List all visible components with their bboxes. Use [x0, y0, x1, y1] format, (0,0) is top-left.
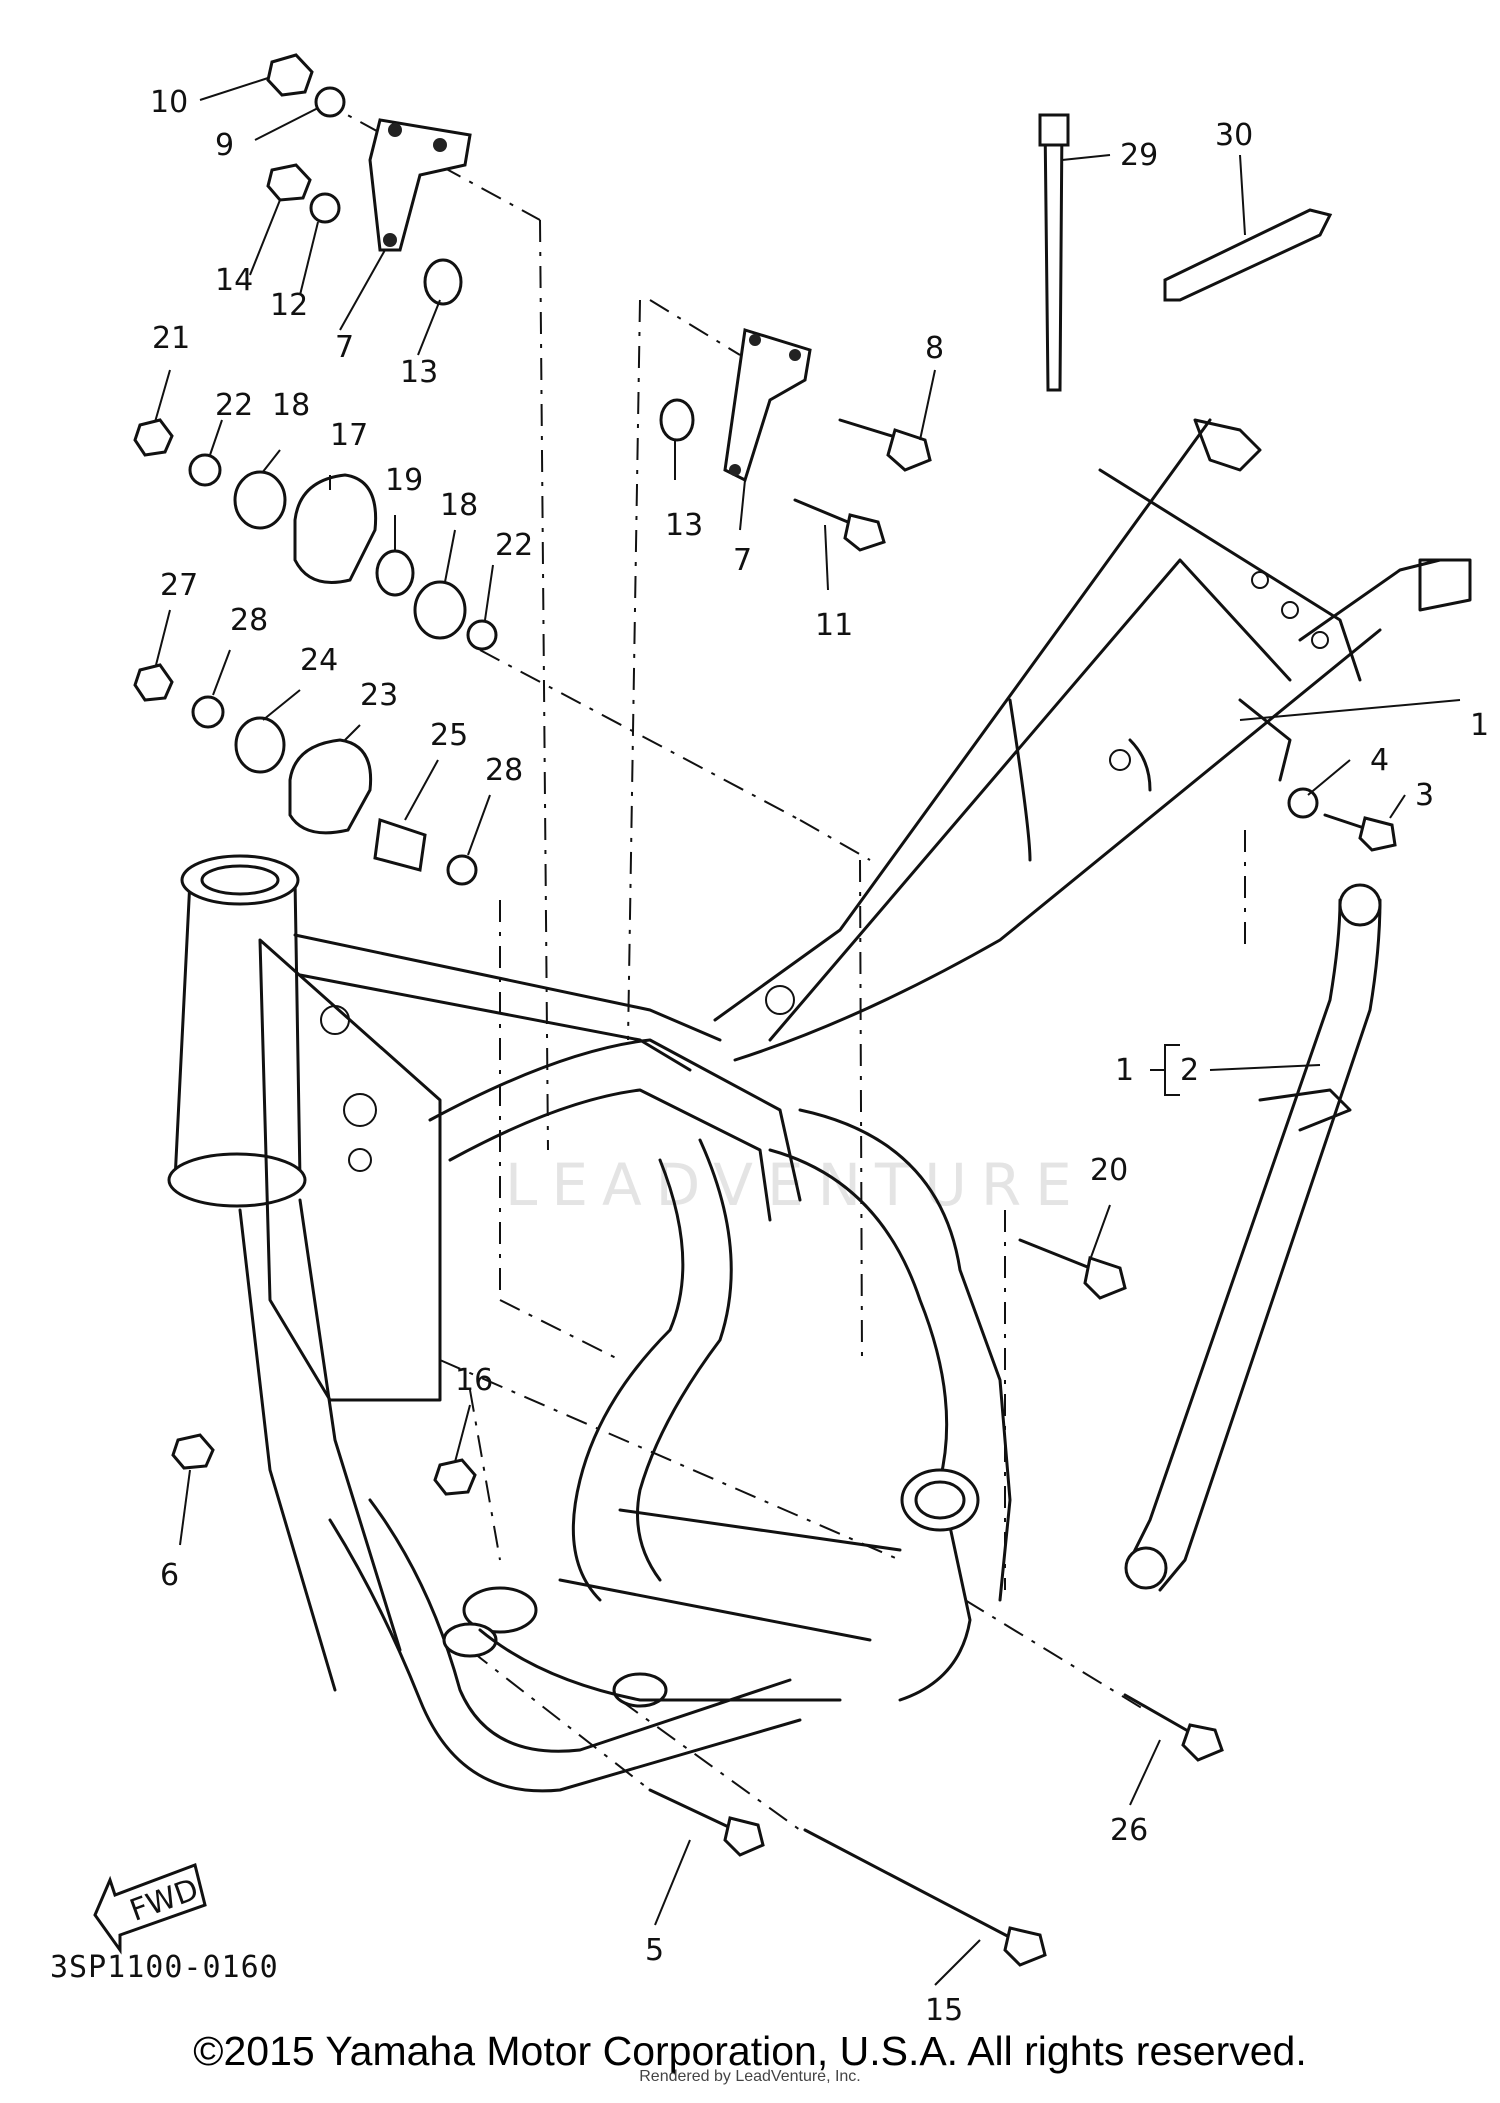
callout-22-right: 22	[495, 528, 533, 563]
callout-21: 21	[152, 321, 190, 356]
callout-28-right: 28	[485, 753, 523, 788]
drawing-code: 3SP1100-0160	[50, 1950, 279, 1985]
callout-19: 19	[385, 463, 423, 498]
callout-30: 30	[1215, 118, 1253, 153]
callout-leaders	[154, 77, 1461, 1986]
callout-4: 4	[1370, 743, 1389, 778]
callout-28-left: 28	[230, 603, 268, 638]
callout-15: 15	[925, 1993, 963, 2028]
callout-8: 8	[925, 331, 944, 366]
callout-18-left: 18	[272, 388, 310, 423]
callout-7-lower: 7	[733, 543, 752, 578]
callout-26: 26	[1110, 1813, 1148, 1848]
callout-10: 10	[150, 85, 188, 120]
callout-22-left: 22	[215, 388, 253, 423]
steering-head	[173, 878, 302, 1182]
callout-17: 17	[330, 418, 368, 453]
callout-29: 29	[1120, 138, 1158, 173]
callout-labels: 10 9 14 12 7 13 21 22 18 17 19 18 22 27 …	[150, 85, 1489, 2028]
callout-9: 9	[215, 128, 234, 163]
callout-13-upper: 13	[400, 355, 438, 390]
callout-5: 5	[645, 1933, 664, 1968]
callout-6: 6	[160, 1558, 179, 1593]
callout-1-top: 1	[1470, 708, 1489, 743]
callout-14: 14	[215, 263, 253, 298]
fwd-arrow: FWD	[93, 1863, 207, 1955]
callout-3: 3	[1415, 778, 1434, 813]
callout-16: 16	[455, 1363, 493, 1398]
copyright-notice: ©2015 Yamaha Motor Corporation, U.S.A. A…	[193, 2028, 1307, 2074]
rendered-by-text: Rendered by LeadVenture, Inc.	[639, 2068, 861, 2085]
callout-25: 25	[430, 718, 468, 753]
callout-18-right: 18	[440, 488, 478, 523]
callout-2: 2	[1180, 1053, 1199, 1088]
callout-20: 20	[1090, 1153, 1128, 1188]
callout-23: 23	[360, 678, 398, 713]
callout-1-side: 1	[1115, 1053, 1134, 1088]
callout-12: 12	[270, 288, 308, 323]
callout-11: 11	[815, 608, 853, 643]
rear-subframe	[713, 418, 1472, 1062]
watermark-text: LEADVENTURE	[505, 1151, 1086, 1219]
engine-mount-plate-upper	[368, 118, 472, 252]
callout-24: 24	[300, 643, 338, 678]
fwd-arrow-shape	[93, 1863, 207, 1955]
callout-7-upper: 7	[335, 330, 354, 365]
right-rail	[1124, 883, 1382, 1592]
hardware-parts	[133, 53, 1397, 1967]
callout-27: 27	[160, 568, 198, 603]
main-frame	[167, 854, 1012, 1793]
callout-13-lower: 13	[665, 508, 703, 543]
engine-mount-plate-lower	[723, 328, 812, 483]
